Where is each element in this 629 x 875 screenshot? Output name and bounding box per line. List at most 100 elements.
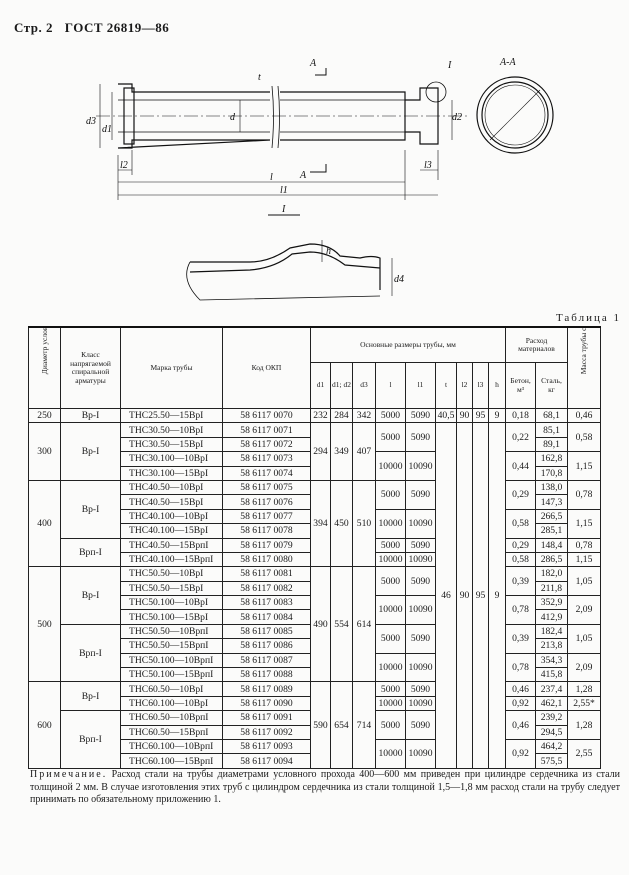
- cell-mass: 1,05: [567, 623, 601, 654]
- cell-diameter: 600: [28, 681, 61, 769]
- cell-h: 9: [488, 422, 506, 769]
- cell-steel: 138,0: [535, 479, 568, 496]
- cell-concrete: 0,18: [505, 407, 536, 424]
- cell-steel: 415,8: [535, 667, 568, 683]
- cell-l: 5000: [375, 537, 406, 553]
- cell-d1b: 654: [330, 681, 353, 769]
- cell-mark: ТНС60.100—10ВрпI: [120, 738, 223, 755]
- cell-d1: 294: [310, 422, 331, 481]
- header-dims: Основные размеры трубы, мм: [310, 326, 506, 364]
- cell-d2: 714: [352, 681, 376, 769]
- cell-code: 58 6117 0081: [222, 566, 311, 582]
- cell-d2: 614: [352, 566, 376, 683]
- cell-t: 40,5: [435, 407, 457, 424]
- cell-code: 58 6117 0072: [222, 436, 311, 453]
- cell-mark: ТНС40.50—10ВрI: [120, 479, 223, 496]
- label-l1: l1: [280, 185, 288, 196]
- cell-mark: ТНС50.50—10ВрI: [120, 566, 223, 582]
- pipe-specification-table: Диаметр условного прохода трубы, мм Клас…: [28, 326, 601, 769]
- cell-steel: 182,4: [535, 623, 568, 640]
- cell-mark: ТНС50.50—15ВрпI: [120, 638, 223, 654]
- cell-mass: 0,58: [567, 422, 601, 453]
- pipe-drawing: A A А-А I I d3 d1 d d2 t l2 l l1 l3 h d4: [86, 57, 554, 301]
- cell-l1: 5090: [405, 681, 436, 697]
- cell-l: 10000: [375, 508, 406, 539]
- cell-d1: 232: [310, 407, 331, 424]
- cell-mark: ТНС50.50—10ВрпI: [120, 623, 223, 640]
- label-d: d: [230, 112, 236, 123]
- cell-l: 5000: [375, 623, 406, 654]
- cell-steel: 182,0: [535, 566, 568, 582]
- header-l1: l1: [405, 362, 436, 409]
- cell-mass: 2,09: [567, 595, 601, 625]
- cell-l1: 5090: [405, 710, 436, 740]
- cell-class: Вр-I: [60, 479, 121, 539]
- cell-l: 5000: [375, 422, 406, 453]
- cell-steel: 575,5: [535, 753, 568, 769]
- cell-mass: 1,15: [567, 551, 601, 568]
- cell-code: 58 6117 0085: [222, 623, 311, 640]
- cell-concrete: 0,46: [505, 710, 536, 740]
- cell-concrete: 0,46: [505, 681, 536, 697]
- cell-concrete: 0,22: [505, 422, 536, 453]
- cell-h: 9: [488, 407, 506, 424]
- cell-concrete: 0,92: [505, 738, 536, 769]
- cell-l3: 95: [472, 422, 489, 769]
- cell-diameter: 250: [28, 407, 61, 424]
- header-d2: d3: [352, 362, 376, 409]
- standard-number: ГОСТ 26819—86: [64, 20, 170, 35]
- cell-l: 10000: [375, 652, 406, 683]
- cell-steel: 464,2: [535, 738, 568, 755]
- note-label: Примечание.: [30, 769, 108, 780]
- cell-concrete: 0,78: [505, 595, 536, 625]
- cell-t: 46: [435, 422, 457, 769]
- cell-l1: 5090: [405, 407, 436, 424]
- cell-l: 5000: [375, 681, 406, 697]
- cell-code: 58 6117 0083: [222, 595, 311, 611]
- note-text: Расход стали на трубы диаметрами условно…: [30, 769, 621, 805]
- cell-class: Вр-I: [60, 422, 121, 481]
- cell-d1: 590: [310, 681, 331, 769]
- cell-steel: 170,8: [535, 465, 568, 481]
- cell-concrete: 0,58: [505, 508, 536, 539]
- cell-code: 58 6117 0090: [222, 695, 311, 712]
- cell-mark: ТНС30.100—10ВрI: [120, 451, 223, 467]
- header-l: l: [375, 362, 406, 409]
- cell-mass: 1,15: [567, 508, 601, 539]
- cell-l2: 90: [456, 422, 473, 769]
- cell-mass: 2,55: [567, 738, 601, 769]
- cell-code: 58 6117 0074: [222, 465, 311, 481]
- cell-l1: 10090: [405, 738, 436, 769]
- cell-mass: 2,55*: [567, 695, 601, 712]
- cell-l1: 10090: [405, 551, 436, 568]
- cell-d2: 407: [352, 422, 376, 481]
- cell-steel: 147,3: [535, 494, 568, 510]
- cell-steel: 239,2: [535, 710, 568, 726]
- cell-mark: ТНС50.50—15ВрI: [120, 580, 223, 597]
- cell-l3: 95: [472, 407, 489, 424]
- cell-mark: ТНС60.50—15ВрпI: [120, 724, 223, 740]
- label-l3: l3: [424, 160, 432, 171]
- cell-l: 10000: [375, 595, 406, 625]
- cell-concrete: 0,39: [505, 623, 536, 654]
- cell-concrete: 0,92: [505, 695, 536, 712]
- cell-mass: 0,78: [567, 479, 601, 510]
- header-class: Класс напрягаемой спиральной арматуры: [60, 326, 121, 409]
- cell-l1: 5090: [405, 566, 436, 597]
- header-l3: l3: [472, 362, 489, 409]
- cell-steel: 352,9: [535, 595, 568, 611]
- page-header: Стр. 2 ГОСТ 26819—86: [14, 20, 177, 36]
- label-l: l: [270, 172, 273, 183]
- cell-d1b: 450: [330, 479, 353, 568]
- header-d1b: d1; d2: [330, 362, 353, 409]
- cell-mass: 0,46: [567, 407, 601, 424]
- cell-mark: ТНС30.100—15ВрI: [120, 465, 223, 481]
- cell-mark: ТНС40.100—15ВрпI: [120, 551, 223, 568]
- cell-code: 58 6117 0094: [222, 753, 311, 769]
